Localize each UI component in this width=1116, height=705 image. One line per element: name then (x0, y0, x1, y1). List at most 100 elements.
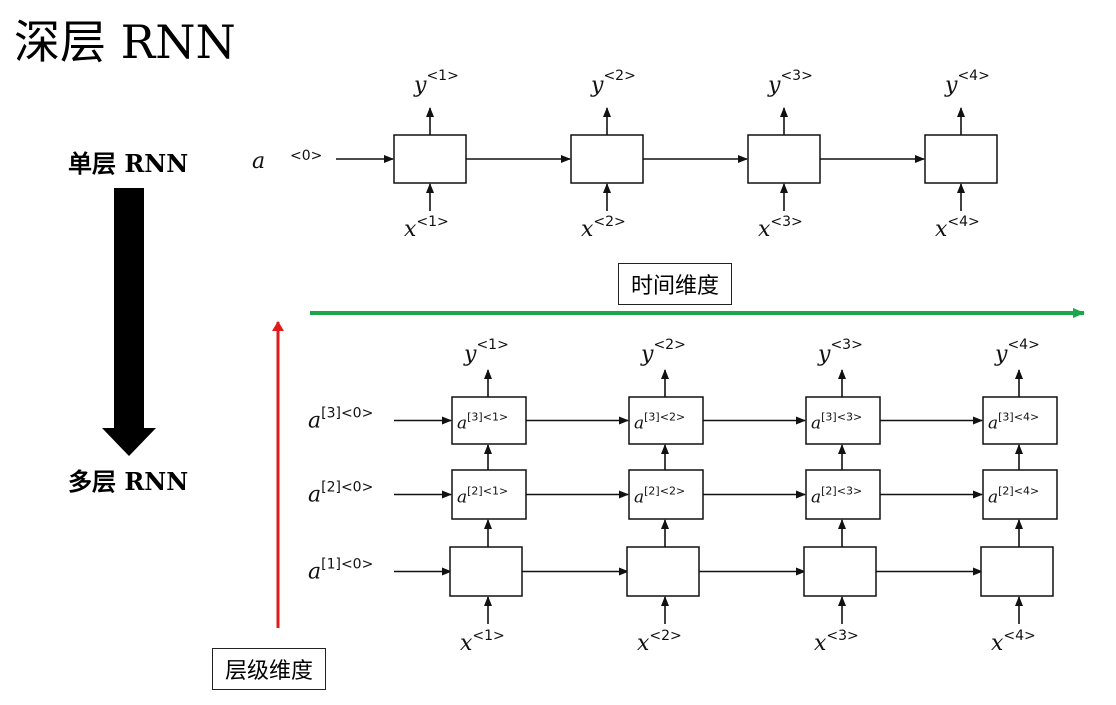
deep-cell-label: a[2]<4> (988, 485, 1039, 508)
single-output-label-base: y (413, 73, 427, 98)
deep-rnn-cell (628, 396, 704, 445)
deep-cell-label: a[3]<3> (811, 411, 862, 434)
deep-cell-label-base: a (811, 414, 821, 434)
layer-dimension-label: 层级维度 (212, 648, 327, 690)
single-input-label-sup: <3> (770, 214, 802, 230)
deep-input-label-base: x (991, 631, 1004, 656)
deep-rnn-cell (982, 396, 1058, 445)
deep-cell-label-sup: [2]<4> (998, 485, 1039, 498)
multi-layer-label: 多层 RNN (68, 467, 189, 496)
deep-cell-label-sup: [3]<1> (467, 411, 508, 424)
deep-initial-state-label-sup: [3]<0> (321, 406, 373, 422)
deep-cell-label-base: a (811, 488, 821, 508)
time-dimension-label: 时间维度 (618, 263, 733, 305)
deep-cell-label-base: a (457, 414, 467, 434)
single-output-label: y<3> (767, 68, 813, 98)
page-title: 深层 RNN (14, 15, 236, 69)
single-output-label-base: y (944, 73, 958, 98)
deep-initial-state-label-base: a (308, 409, 321, 434)
single-input-label: x<2> (581, 214, 626, 242)
single-layer-label: 单层 RNN (68, 149, 189, 178)
deep-rnn-cell (980, 546, 1054, 597)
single-initial-state-sup: <0> (290, 148, 322, 164)
single-input-label-base: x (581, 217, 594, 242)
deep-cell-label-base: a (457, 488, 467, 508)
deep-cell-label: a[3]<1> (457, 411, 508, 434)
single-output-label-sup: <3> (780, 68, 812, 84)
deep-cell-label-base: a (988, 488, 998, 508)
deep-input-label-base: x (814, 631, 827, 656)
single-input-label-base: x (404, 217, 417, 242)
deep-cell-label-sup: [2]<1> (467, 485, 508, 498)
single-output-label: y<2> (590, 68, 636, 98)
deep-cell-label-sup: [3]<2> (644, 411, 685, 424)
deep-rnn-cell (626, 546, 700, 597)
deep-rnn-cell (803, 546, 877, 597)
deep-rnn-cell (449, 546, 523, 597)
single-initial-state-base-label: a (252, 149, 265, 174)
deep-cell-label: a[2]<1> (457, 485, 508, 508)
deep-initial-state-label: a[1]<0> (308, 557, 373, 585)
single-rnn-cell (570, 134, 644, 184)
single-layer-rnn: a<0>y<1>x<1>y<2>x<2>y<3>x<3>y<4>x<4> (252, 68, 998, 242)
deep-output-label-base: y (463, 342, 477, 367)
single-rnn-cell (747, 134, 821, 184)
deep-initial-state-label-base: a (308, 560, 321, 585)
deep-initial-state-label-base: a (308, 483, 321, 508)
deep-input-label: x<2> (637, 628, 682, 656)
deep-cell-label-sup: [2]<3> (821, 485, 862, 498)
deep-output-label-sup: <3> (830, 337, 862, 353)
deep-input-label: x<1> (460, 628, 505, 656)
single-rnn-cell (924, 134, 998, 184)
deep-cell-label: a[3]<2> (634, 411, 685, 434)
single-input-label-sup: <1> (416, 214, 448, 230)
deep-rnn-cell (982, 469, 1058, 520)
single-output-label: y<1> (413, 68, 459, 98)
single-input-label: x<3> (758, 214, 803, 242)
single-input-label: x<4> (935, 214, 980, 242)
deep-output-label-sup: <1> (476, 337, 508, 353)
deep-output-label: y<3> (817, 337, 863, 367)
deep-initial-state-label-sup: [1]<0> (321, 557, 373, 573)
single-input-label-base: x (935, 217, 948, 242)
deep-input-label: x<3> (814, 628, 859, 656)
deep-output-label-sup: <2> (653, 337, 685, 353)
deep-input-label-sup: <3> (826, 628, 858, 644)
single-to-multi-arrow (102, 188, 156, 456)
multi-layer-rnn: a[3]<0>a[2]<0>a[1]<0>a[3]<1>a[2]<1>y<1>x… (308, 337, 1058, 656)
deep-rnn-cell (805, 469, 881, 520)
single-output-label-sup: <4> (957, 68, 989, 84)
single-output-label-sup: <1> (426, 68, 458, 84)
single-output-label-base: y (767, 73, 781, 98)
deep-input-label-base: x (460, 631, 473, 656)
single-rnn-cell (393, 134, 467, 184)
single-input-label: x<1> (404, 214, 449, 242)
deep-initial-state-label-sup: [2]<0> (321, 480, 373, 496)
single-output-label: y<4> (944, 68, 990, 98)
deep-output-label-sup: <4> (1007, 337, 1039, 353)
deep-initial-state-label: a[2]<0> (308, 480, 373, 508)
single-output-label-sup: <2> (603, 68, 635, 84)
deep-cell-label-sup: [3]<3> (821, 411, 862, 424)
deep-output-label-base: y (817, 342, 831, 367)
deep-input-label-sup: <1> (472, 628, 504, 644)
deep-input-label: x<4> (991, 628, 1036, 656)
deep-input-label-sup: <2> (649, 628, 681, 644)
deep-cell-label-base: a (634, 414, 644, 434)
deep-output-label: y<4> (994, 337, 1040, 367)
single-initial-state-base-label-base: a (252, 149, 265, 174)
deep-output-label-base: y (994, 342, 1008, 367)
deep-cell-label-base: a (634, 488, 644, 508)
deep-cell-label: a[2]<2> (634, 485, 685, 508)
deep-cell-label-sup: [3]<4> (998, 411, 1039, 424)
deep-output-label: y<2> (640, 337, 686, 367)
deep-output-label-base: y (640, 342, 654, 367)
single-input-label-sup: <4> (947, 214, 979, 230)
deep-input-label-sup: <4> (1003, 628, 1035, 644)
deep-initial-state-label: a[3]<0> (308, 406, 373, 434)
single-input-label-base: x (758, 217, 771, 242)
deep-input-label-base: x (637, 631, 650, 656)
deep-cell-label-base: a (988, 414, 998, 434)
deep-cell-label-sup: [2]<2> (644, 485, 685, 498)
